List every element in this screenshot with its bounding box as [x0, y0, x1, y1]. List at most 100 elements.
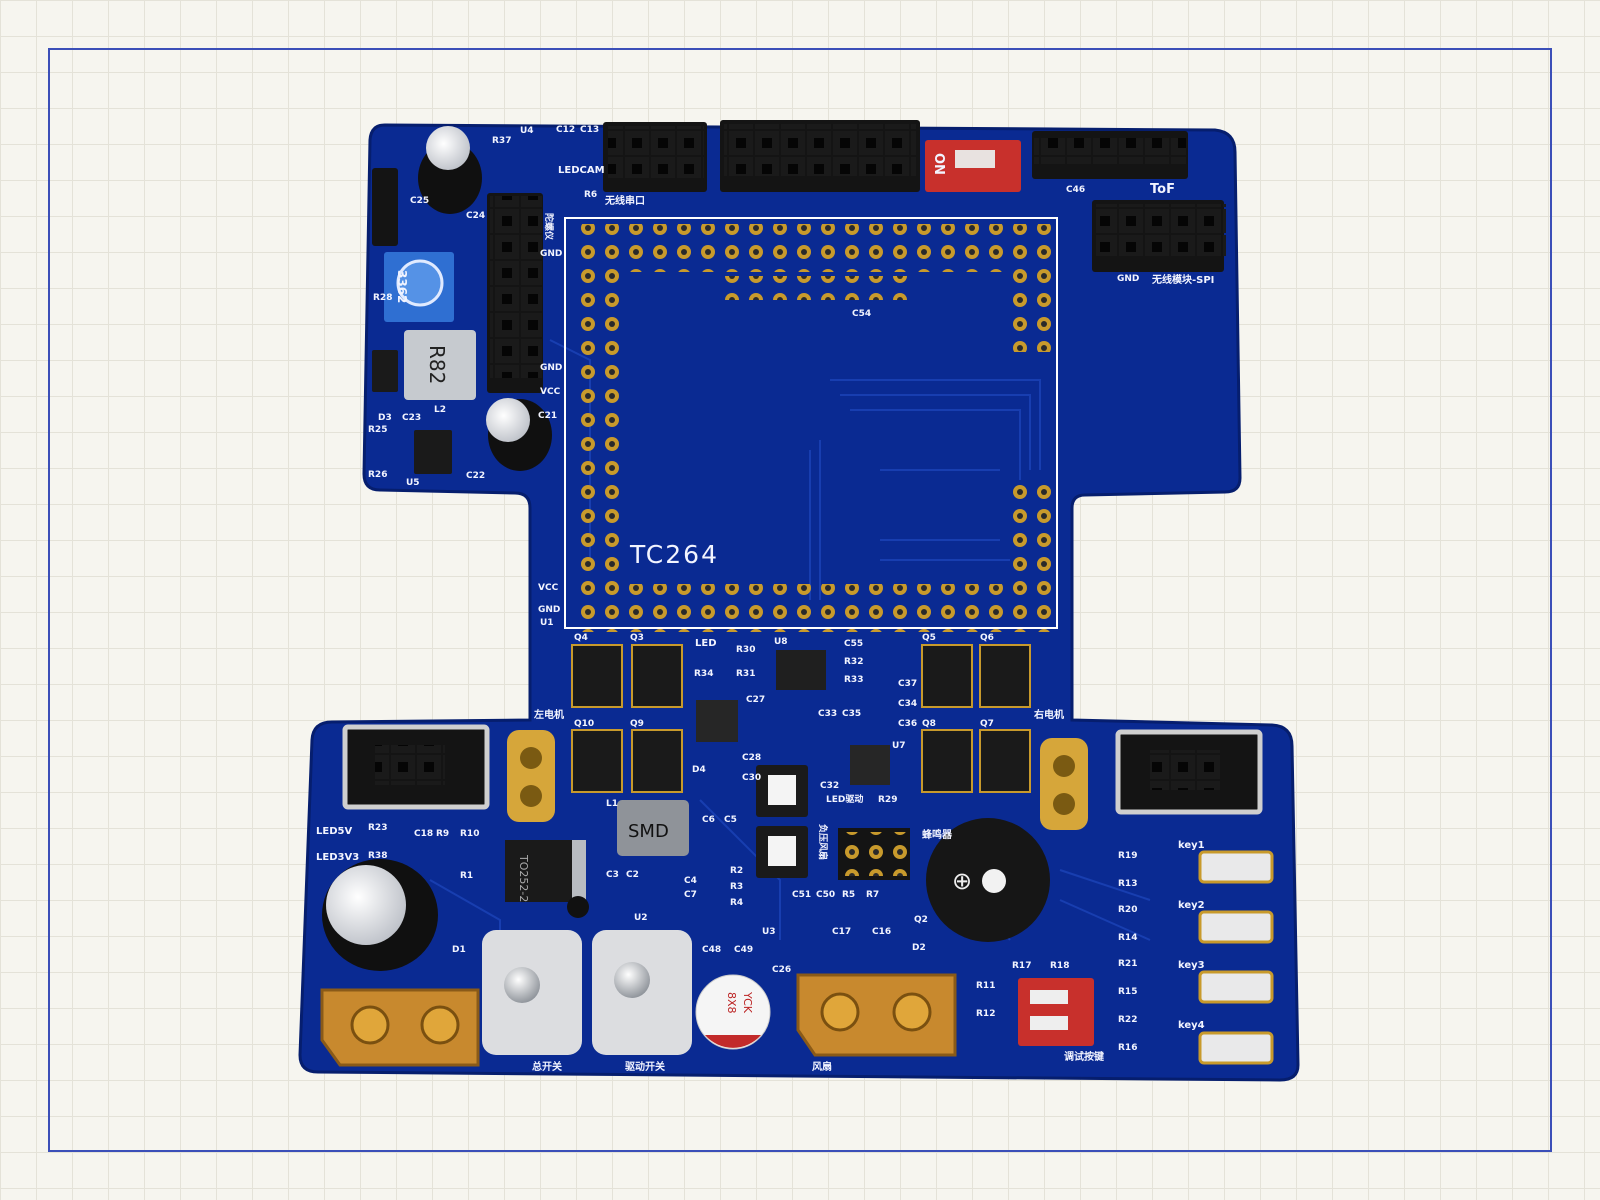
refdes-d3: D3	[378, 413, 392, 423]
refdes-r5: R5	[842, 890, 855, 900]
tc264-header-top-1	[572, 224, 1052, 248]
refdes-r18: R18	[1050, 961, 1069, 971]
label-key2: key2	[1178, 900, 1205, 911]
key2-button[interactable]	[1198, 910, 1274, 944]
refdes-c25: C25	[410, 196, 429, 206]
label-fan-drive: 负压风扇	[817, 824, 829, 860]
refdes-q8: Q8	[922, 719, 936, 729]
trimmer-label: 3362	[395, 270, 409, 303]
key3-button[interactable]	[1198, 970, 1274, 1004]
refdes-c6: C6	[702, 815, 715, 825]
label-key1: key1	[1178, 840, 1205, 851]
refdes-u7: U7	[892, 741, 906, 751]
refdes-r26: R26	[368, 470, 387, 480]
label-led: LED	[695, 638, 717, 649]
refdes-r20: R20	[1118, 905, 1137, 915]
refdes-r1: R1	[460, 871, 473, 881]
driver-ic-u8	[776, 650, 826, 690]
cap-left-mid-lid	[486, 398, 530, 442]
refdes-c50: C50	[816, 890, 835, 900]
label-key3: key3	[1178, 960, 1205, 971]
refdes-r12: R12	[976, 1009, 995, 1019]
right-terminal-screw-2	[1053, 793, 1075, 815]
label-drive-switch: 驱动开关	[625, 1060, 665, 1073]
refdes-l2: L2	[434, 405, 446, 415]
refdes-c28: C28	[742, 753, 761, 763]
refdes-c16: C16	[872, 927, 891, 937]
led-module-1-lens	[768, 775, 796, 805]
ic-u6	[696, 700, 738, 742]
refdes-u1: U1	[540, 618, 554, 628]
diode-d3	[372, 350, 398, 392]
wireless-spi-pins	[1096, 204, 1226, 256]
main-switch-knob	[504, 967, 540, 1003]
inductor-r82-label: R82	[425, 345, 449, 384]
wireless-serial-pins	[608, 126, 704, 178]
refdes-r11: R11	[976, 981, 995, 991]
refdes-c23: C23	[402, 413, 421, 423]
refdes-c37: C37	[898, 679, 917, 689]
drawing-frame	[48, 48, 1552, 1152]
dip-switch-top-slider	[955, 150, 995, 168]
refdes-c35: C35	[842, 709, 861, 719]
xt60-fan-pin-2	[892, 992, 932, 1032]
to252-tab	[572, 840, 586, 902]
refdes-c22: C22	[466, 471, 485, 481]
tc264-header-top-2	[572, 248, 1052, 272]
right-motor-pins	[1150, 750, 1220, 790]
tc264-header-bottom-2	[572, 608, 1052, 632]
refdes-r37: R37	[492, 136, 511, 146]
label-main-switch: 总开关	[532, 1060, 562, 1073]
cap-brand-label: YCK	[741, 991, 754, 1014]
refdes-c34: C34	[898, 699, 917, 709]
to252-package	[505, 840, 583, 902]
label-left-motor: 左电机	[533, 708, 564, 721]
refdes-q2: Q2	[914, 915, 928, 925]
refdes-r22: R22	[1118, 1015, 1137, 1025]
refdes-c3: C3	[606, 870, 619, 880]
refdes-c13: C13	[580, 125, 599, 135]
refdes-r31: R31	[736, 669, 755, 679]
refdes-r30: R30	[736, 645, 755, 655]
cap-large-lid	[326, 865, 406, 945]
refdes-r32: R32	[844, 657, 863, 667]
refdes-c21: C21	[538, 411, 557, 421]
debug-dip-switch[interactable]	[1018, 978, 1094, 1046]
xt60-battery-pin-2	[420, 1005, 460, 1045]
xt60-fan-pin-1	[820, 992, 860, 1032]
label-debug-keys: 调试按键	[1064, 1050, 1105, 1063]
drive-switch-knob	[614, 962, 650, 998]
refdes-r16: R16	[1118, 1043, 1137, 1053]
led-module-2-lens	[768, 836, 796, 866]
refdes-r15: R15	[1118, 987, 1137, 997]
refdes-c26: C26	[772, 965, 791, 975]
mcu-label: TC264	[629, 540, 719, 569]
refdes-r23: R23	[368, 823, 387, 833]
refdes-c32: C32	[820, 781, 839, 791]
tc264-header-right-bottom	[1004, 480, 1052, 584]
label-buzzer: 蜂鸣器	[922, 828, 953, 841]
inductor-r82	[404, 330, 476, 400]
tc264-header-inner	[724, 276, 916, 300]
label-wireless-spi: 无线模块-SPI	[1151, 273, 1214, 286]
refdes-u5: U5	[406, 478, 420, 488]
label-mcu-gnd: GND	[538, 605, 560, 615]
label-led5v: LED5V	[316, 826, 352, 837]
key4-button[interactable]	[1198, 1031, 1274, 1065]
smd-label: SMD	[628, 821, 669, 842]
refdes-d2: D2	[912, 943, 926, 953]
refdes-q7: Q7	[980, 719, 994, 729]
power-3pin-header[interactable]	[372, 168, 398, 246]
tc264-header-bottom-1	[572, 584, 1052, 608]
right-power-terminal[interactable]	[1040, 738, 1088, 830]
refdes-c18: C18	[414, 829, 433, 839]
key1-button[interactable]	[1198, 850, 1274, 884]
refdes-c51: C51	[792, 890, 811, 900]
refdes-d1: D1	[452, 945, 466, 955]
refdes-r21: R21	[1118, 959, 1137, 969]
left-power-terminal[interactable]	[507, 730, 555, 822]
label-gyro-vcc: VCC	[540, 387, 561, 397]
label-gyro-gnd: GND	[540, 249, 562, 259]
